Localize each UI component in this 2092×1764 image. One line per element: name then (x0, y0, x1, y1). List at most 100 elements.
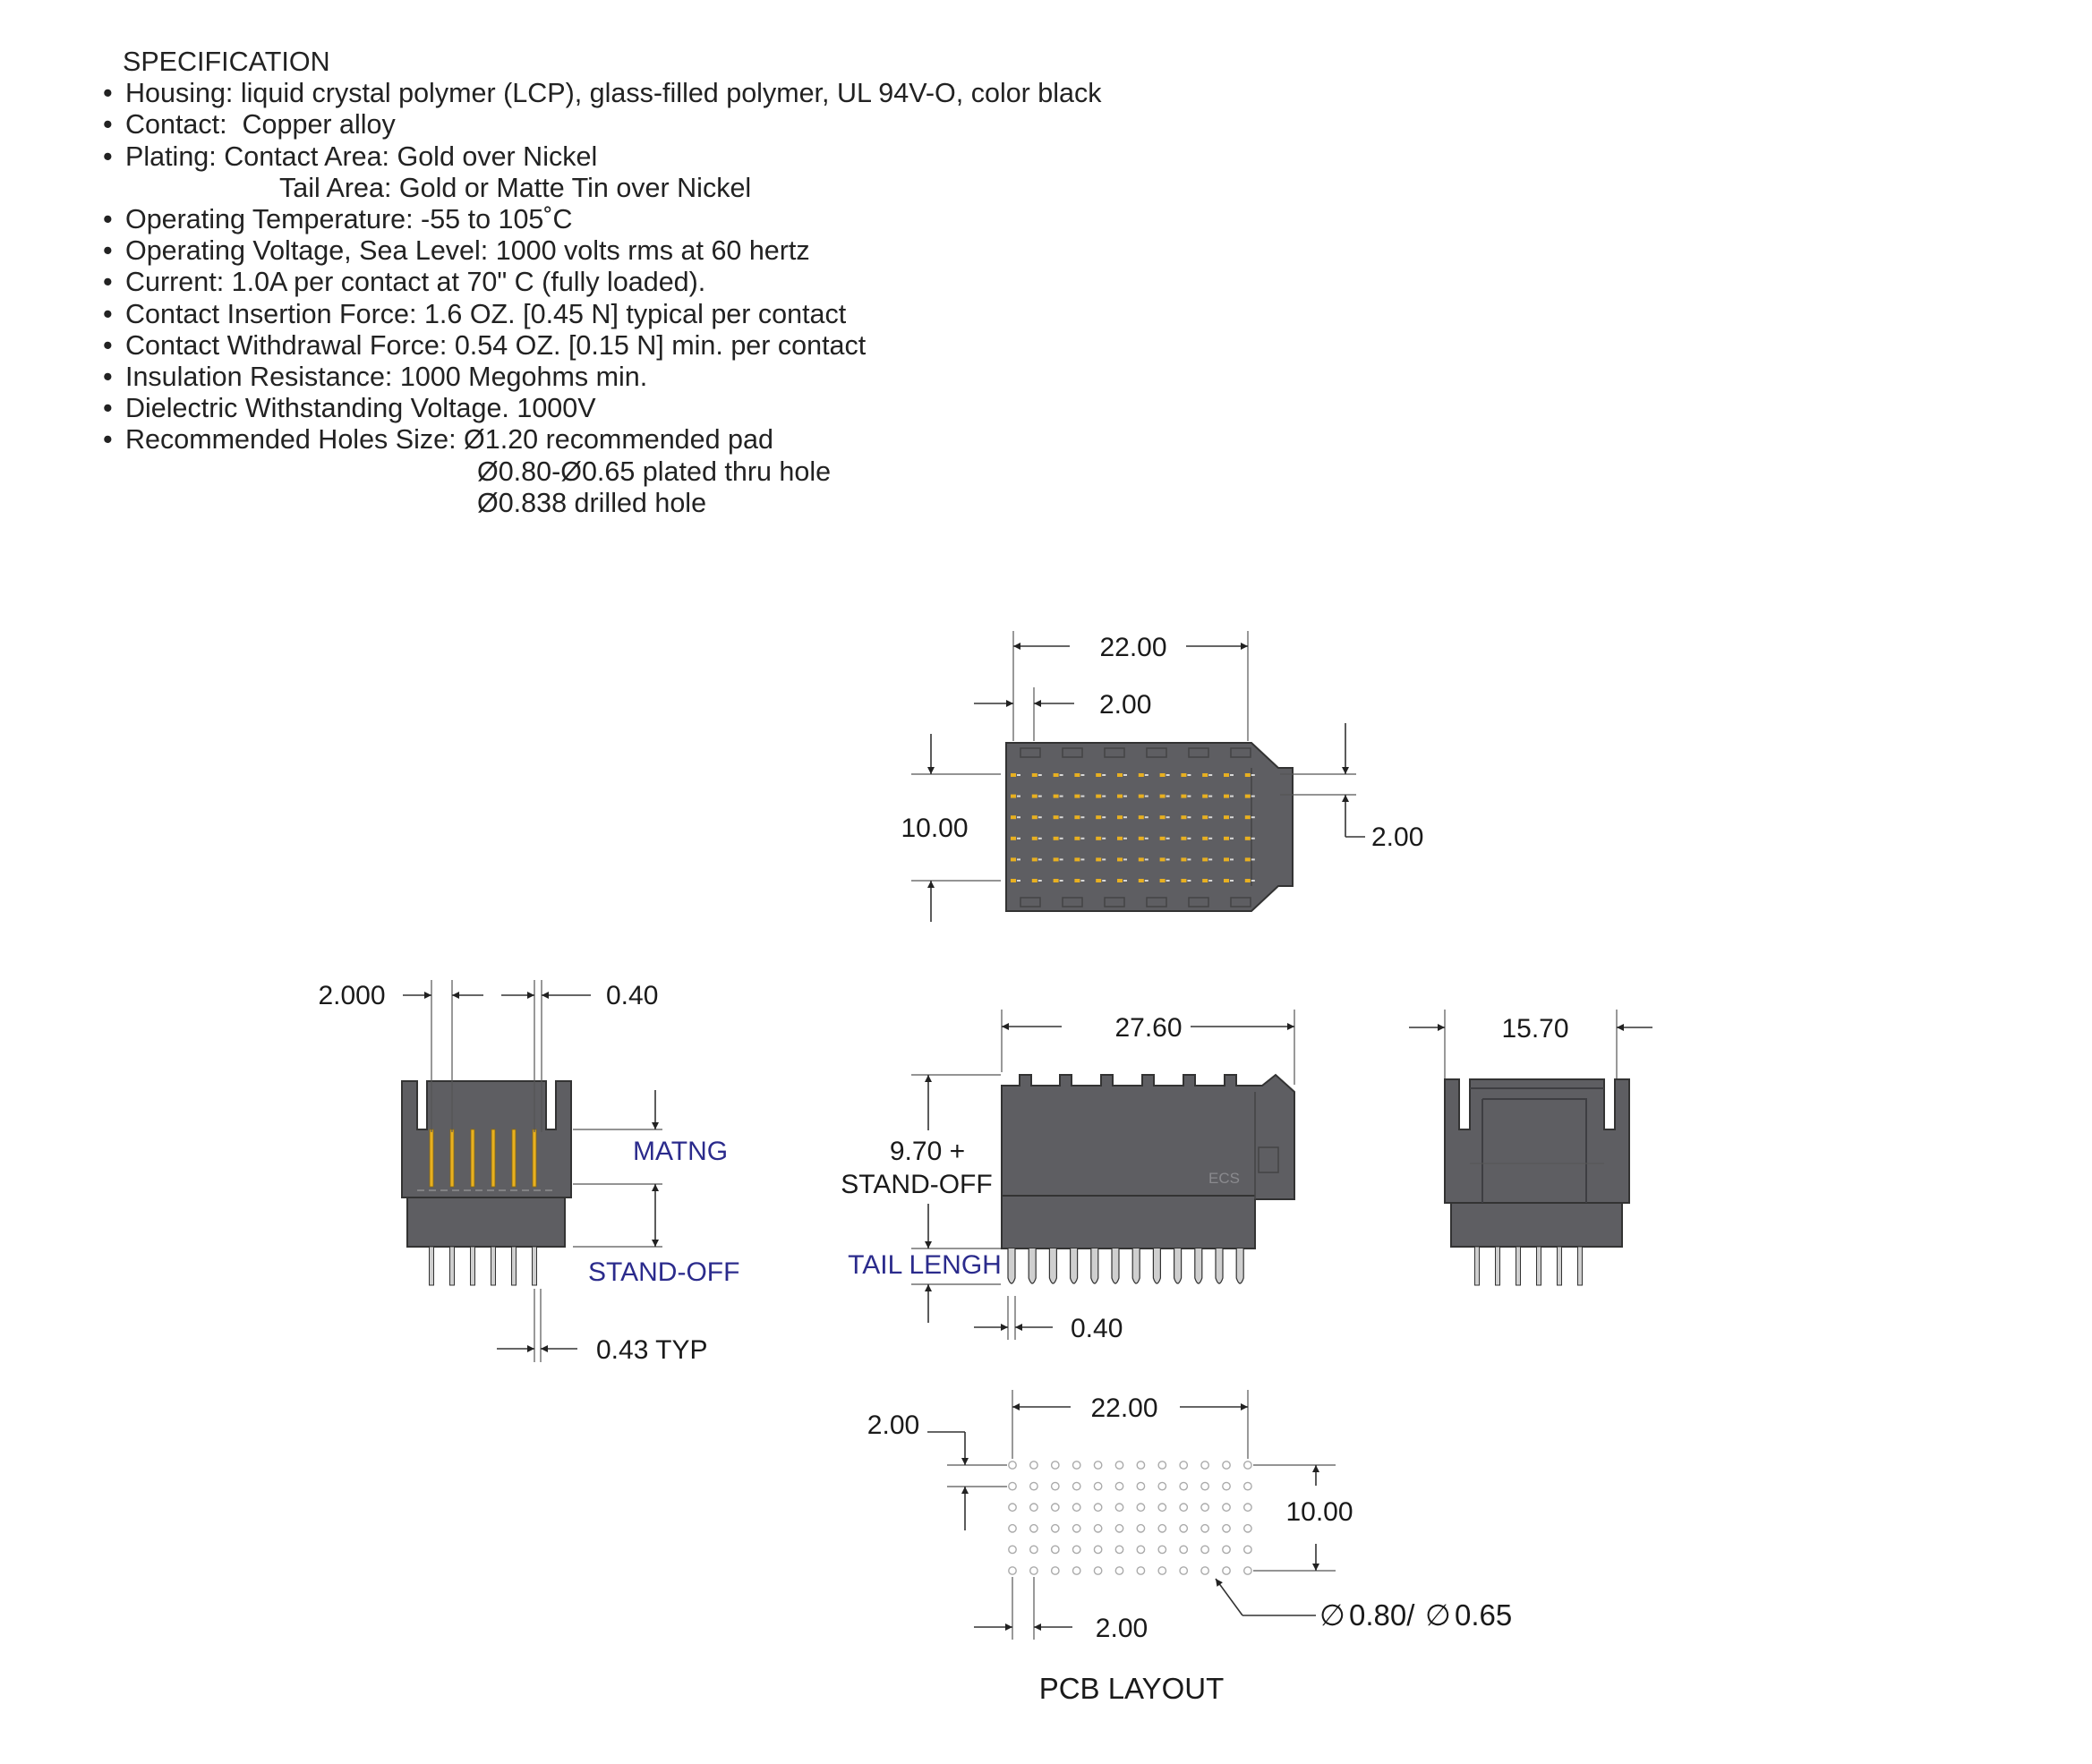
contact-pad-edge (1187, 880, 1191, 882)
pcb-hole (1200, 1523, 1210, 1533)
pcb-hole (1136, 1523, 1146, 1533)
pcb-hole (1243, 1503, 1252, 1513)
pcb-hole (1029, 1481, 1038, 1491)
pcb-hole (1222, 1523, 1231, 1533)
gold-contact (511, 1129, 517, 1188)
contact-pad-edge (1017, 795, 1020, 797)
spec-temperature: •Operating Temperature: -55 to 105˚C (103, 204, 573, 235)
tail-pin (1495, 1246, 1500, 1286)
pcb-hole (1114, 1523, 1124, 1533)
contact-pad (1096, 815, 1102, 820)
gold-contact (449, 1129, 455, 1188)
contact-pad-edge (1037, 774, 1042, 776)
contact-pad (1244, 879, 1251, 882)
top-view-contact-grid (1011, 747, 1255, 908)
top-offset-dim: 2.00 (1371, 822, 1423, 852)
contact-pad-edge (1059, 858, 1063, 861)
pcb-hole (1222, 1566, 1231, 1575)
contact-pad (1074, 879, 1080, 882)
tail-pin (1474, 1246, 1480, 1286)
contact-pad (1244, 794, 1251, 798)
contact-pad-edge (1080, 880, 1085, 882)
contact-pad-edge (1017, 837, 1020, 839)
pcb-hole (1136, 1545, 1146, 1555)
contact-pad-edge (1037, 858, 1042, 861)
pcb-hole (1200, 1545, 1210, 1555)
tail-pin (1007, 1248, 1016, 1284)
contact-pad (1244, 773, 1251, 777)
spec-insulation: •Insulation Resistance: 1000 Megohms min… (103, 362, 648, 393)
housing-slot (1104, 747, 1125, 758)
contact-pad (1224, 794, 1229, 798)
pcb-hole (1050, 1503, 1060, 1513)
spec-holes-plated: Ø0.80-Ø0.65 plated thru hole (477, 456, 832, 487)
contact-pad (1053, 773, 1059, 777)
side-view-housing (401, 1080, 572, 1248)
tail-pin (1111, 1248, 1120, 1284)
contact-pad-edge (1080, 795, 1085, 797)
contact-pad-edge (1102, 880, 1106, 882)
spec-holes-drilled: Ø0.838 drilled hole (477, 487, 707, 518)
tail-pin (1048, 1248, 1057, 1284)
contact-pad (1202, 857, 1208, 862)
contact-pad (1074, 815, 1080, 820)
contact-pad (1224, 836, 1229, 840)
side-view-tail-pins (417, 1189, 556, 1286)
spec-holes: •Recommended Holes Size: Ø1.20 recommend… (103, 424, 773, 456)
contact-pad (1244, 815, 1251, 820)
pcb-row-pitch-dim: 2.00 (867, 1410, 919, 1440)
contact-pad-edge (1144, 880, 1148, 882)
contact-pad (1096, 836, 1102, 840)
pcb-hole (1136, 1481, 1146, 1491)
contact-pad-edge (1166, 795, 1170, 797)
contact-pad (1181, 857, 1187, 862)
front-length-dim: 27.60 (1114, 1013, 1182, 1043)
contact-pad (1011, 836, 1016, 840)
pcb-hole (1179, 1503, 1189, 1513)
contact-pad-edge (1166, 774, 1170, 776)
top-height-dim: 10.00 (901, 814, 968, 843)
tail-pin (511, 1246, 517, 1286)
contact-pad-edge (1187, 837, 1191, 839)
spec-voltage: •Operating Voltage, Sea Level: 1000 volt… (103, 235, 810, 267)
contact-pad-edge (1059, 795, 1063, 797)
pcb-hole (1093, 1523, 1103, 1533)
contact-pad-edge (1251, 795, 1255, 797)
pcb-hole (1200, 1566, 1210, 1575)
tail-pin (1090, 1248, 1099, 1284)
contact-pad-edge (1187, 858, 1191, 861)
pcb-hole (1179, 1481, 1189, 1491)
contact-pad-edge (1123, 858, 1127, 861)
contact-pad-edge (1230, 816, 1234, 819)
contact-pad (1138, 836, 1144, 840)
contact-pad (1244, 857, 1251, 862)
pcb-hole (1029, 1503, 1038, 1513)
housing-slot (1062, 747, 1083, 758)
housing-slot (1188, 747, 1209, 758)
pcb-hole (1243, 1461, 1252, 1470)
pcb-hole (1157, 1523, 1167, 1533)
contact-pad-edge (1123, 774, 1127, 776)
pcb-hole (1200, 1481, 1210, 1491)
gold-contact (491, 1129, 496, 1188)
contact-pad (1074, 773, 1080, 777)
pcb-hole (1050, 1461, 1060, 1470)
contact-pad-edge (1017, 858, 1020, 861)
front-view: ECS 27.60 9.70 + STAND-OFF TAIL LENGH 0.… (841, 1010, 1295, 1343)
gold-contact (470, 1129, 475, 1188)
pcb-hole (1050, 1566, 1060, 1575)
contact-pad-edge (1144, 774, 1148, 776)
tail-pin (1235, 1248, 1244, 1284)
contact-pad (1138, 794, 1144, 798)
top-pitch-dim: 2.00 (1099, 690, 1151, 720)
contact-pad-edge (1230, 774, 1234, 776)
housing-slot (1146, 747, 1167, 758)
contact-pad (1181, 815, 1187, 820)
tail-pin (449, 1246, 455, 1286)
front-view-tail-pins (1007, 1248, 1244, 1284)
pcb-hole (1093, 1545, 1103, 1555)
pcb-hole (1114, 1461, 1124, 1470)
contact-pad (1011, 794, 1016, 798)
contact-pad-edge (1102, 858, 1106, 861)
contact-pad (1117, 836, 1123, 840)
